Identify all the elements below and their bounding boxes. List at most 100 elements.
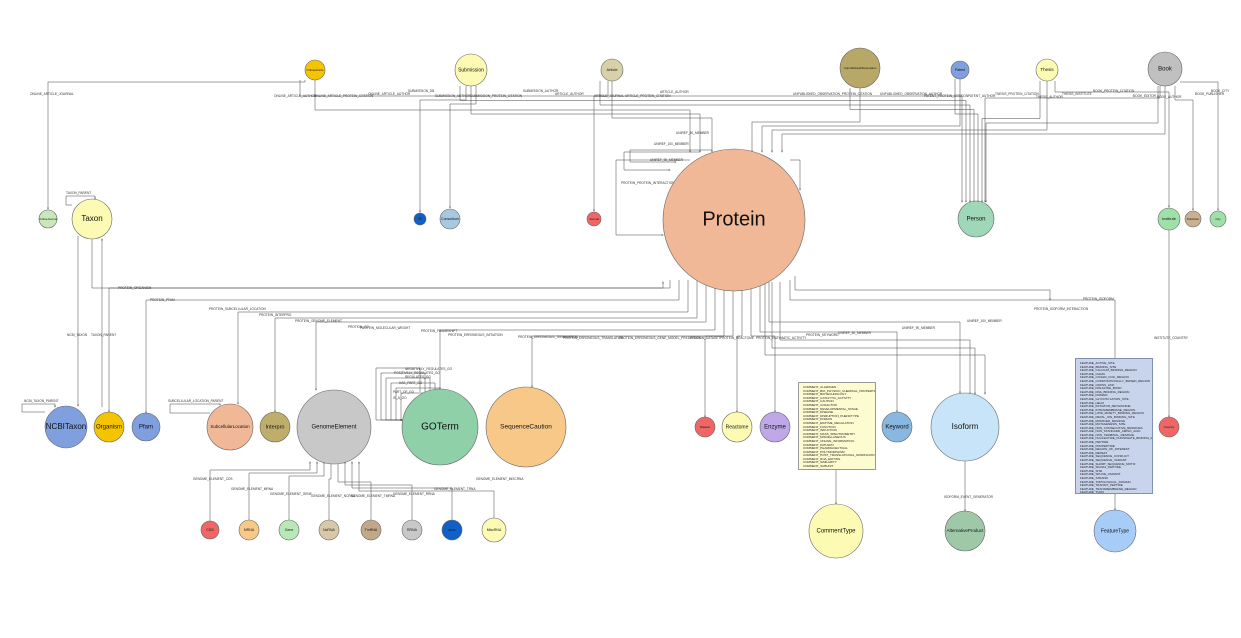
node-gene[interactable]: Gene [278, 519, 300, 541]
node-circle [44, 405, 88, 449]
node-label: Submission [458, 67, 484, 73]
node-taxon[interactable]: Taxon [71, 198, 113, 240]
node-trna[interactable]: tRNA [441, 519, 463, 541]
node-circle [38, 209, 58, 229]
node-tmrna[interactable]: TmRNA [360, 519, 382, 541]
node-comment-type[interactable]: CommentType [808, 503, 864, 559]
node-label: Person [966, 217, 985, 223]
node-journal[interactable]: Journal [586, 211, 602, 227]
edge-uniref [779, 282, 970, 394]
node-city[interactable]: City [1209, 210, 1227, 228]
feature-type-item: FEATURE_NON_CONSECUTIVE_RESIDUES [1080, 425, 1143, 430]
node-label: Journal [589, 217, 599, 221]
edge-label: REGULATES_GO [405, 375, 431, 379]
edge-label: THESIS_PROTEIN_CITATION [995, 92, 1039, 96]
node-submission[interactable]: Submission [454, 53, 488, 87]
node-person[interactable]: Person [957, 200, 995, 238]
node-reactome[interactable]: Reactome [721, 411, 753, 443]
edge-label: UNPUBLISHED_OBSERVATION_AUTHOR [880, 92, 943, 96]
edge-book-publisher [1174, 86, 1193, 210]
node-misc-rna[interactable]: MiscRNA [481, 517, 507, 543]
edge-citation [470, 86, 700, 152]
node-db[interactable]: DB [413, 212, 427, 226]
node-circle [441, 519, 463, 541]
node-label: CDS [206, 528, 214, 532]
edge-protein-self [615, 159, 690, 235]
node-ncbi-taxon[interactable]: NCBITaxon [44, 405, 88, 449]
node-country[interactable]: Country [1158, 416, 1180, 438]
comment-type-item: COMMENT_CATALYTIC_ACTIVITY [803, 395, 852, 400]
comment-type-item: COMMENT_CAUTION [803, 399, 834, 404]
edge-citation [611, 81, 712, 152]
node-label: SubcellularLocation [210, 424, 250, 429]
comment-type-item: COMMENT_POST_TRANSLATIONAL_MODIFICATION [803, 453, 876, 458]
node-circle [1035, 58, 1059, 82]
node-feature-type[interactable]: FeatureType [1093, 509, 1137, 553]
node-article[interactable]: Article [600, 58, 624, 82]
node-circle [759, 411, 791, 443]
node-subcellular-location[interactable]: SubcellularLocation [206, 403, 254, 451]
node-keyword[interactable]: Keyword [881, 411, 913, 443]
edge-label: PROTEIN_ORGANISM [118, 286, 152, 290]
node-sequence-caution[interactable]: SequenceCaution [485, 386, 567, 468]
node-label: AlternativeProduct [947, 528, 985, 533]
node-rrna[interactable]: RRNA [401, 519, 423, 541]
node-enzyme[interactable]: Enzyme [759, 411, 791, 443]
node-book[interactable]: Book [1147, 51, 1183, 87]
node-go-term[interactable]: GOTerm [401, 388, 479, 466]
edge-genome-cds [209, 462, 310, 521]
node-pfam[interactable]: Pfam [131, 412, 161, 442]
node-label: Country [1164, 425, 1175, 429]
edge-ncbi-self [21, 403, 55, 413]
feature-type-item: FEATURE_SEQUENCE_CONFLICT [1080, 454, 1129, 459]
node-circle [1157, 207, 1181, 231]
edge-label: PROTEIN_SUBCELLULAR_LOCATION [209, 307, 266, 311]
edge-label: TAXON_PARENT [91, 333, 116, 337]
feature-type-item: FEATURE_COMPOSITIONALLY_BIASED_REGION [1080, 378, 1151, 383]
edge-label: PROTEIN_GO [348, 325, 369, 329]
feature-type-item: FEATURE_MODIFIED_RESIDUE [1080, 418, 1126, 423]
edge-author [299, 80, 962, 202]
node-online-article[interactable]: OnlineArticle [304, 59, 326, 81]
node-consortium[interactable]: Consortium [439, 208, 461, 230]
node-patent[interactable]: Patent [950, 60, 970, 80]
node-unpublished-observation[interactable]: UnpublishedObservation [839, 47, 881, 89]
edge-author [849, 88, 974, 202]
node-protein[interactable]: Protein [662, 148, 806, 292]
edge-genome-trna [352, 462, 453, 520]
feature-type-item: FEATURE_MUTAGENESIS_SITE [1080, 422, 1126, 427]
node-interpro[interactable]: Interpro [259, 411, 291, 443]
node-circle [944, 510, 986, 552]
node-circle [586, 211, 602, 227]
node-circle [1147, 51, 1183, 87]
node-circle [454, 53, 488, 87]
node-circle [71, 198, 113, 240]
node-dataset[interactable]: Dataset [694, 416, 716, 438]
comment-type-item: COMMENT_DISEASE [803, 410, 834, 415]
node-label: Book [1158, 67, 1173, 73]
edge-label: PROTEIN_GENOME_ELEMENT [295, 319, 342, 323]
edge-protein-dataset [705, 280, 734, 417]
node-online-journal[interactable]: OnlineJournal [38, 209, 58, 229]
edge-label: NEGATIVELY_REGULATES_GO [405, 367, 453, 371]
node-genome-element[interactable]: GenomeElement [296, 389, 372, 465]
edge-label: GENOME_ELEMENT_TRNA [434, 487, 476, 491]
node-circle [808, 503, 864, 559]
node-ncrna[interactable]: NcRNA [318, 519, 340, 541]
node-circle [600, 58, 624, 82]
edge-label: PATENT_PROTEIN_CITATION [924, 94, 969, 98]
node-isoform[interactable]: Isoform [930, 392, 1000, 462]
feature-type-item: FEATURE_STRAND [1080, 476, 1108, 480]
node-label: Reactome [726, 424, 749, 430]
node-publisher[interactable]: Publisher [1184, 210, 1202, 228]
edge-label: PROTEIN_ERRONEOUS_GENE_MODEL_PREDICTION [619, 336, 702, 340]
edge-author [954, 79, 978, 202]
node-mrna[interactable]: MRNA [238, 519, 260, 541]
comment-type-item: COMMENT_PHARMACEUTICAL [803, 446, 848, 451]
node-organism[interactable]: Organism [93, 411, 125, 443]
node-institute[interactable]: Institute [1157, 207, 1181, 231]
node-cds[interactable]: CDS [200, 520, 220, 540]
node-alternative-product[interactable]: AlternativeProduct [944, 510, 986, 552]
node-thesis[interactable]: Thesis [1035, 58, 1059, 82]
